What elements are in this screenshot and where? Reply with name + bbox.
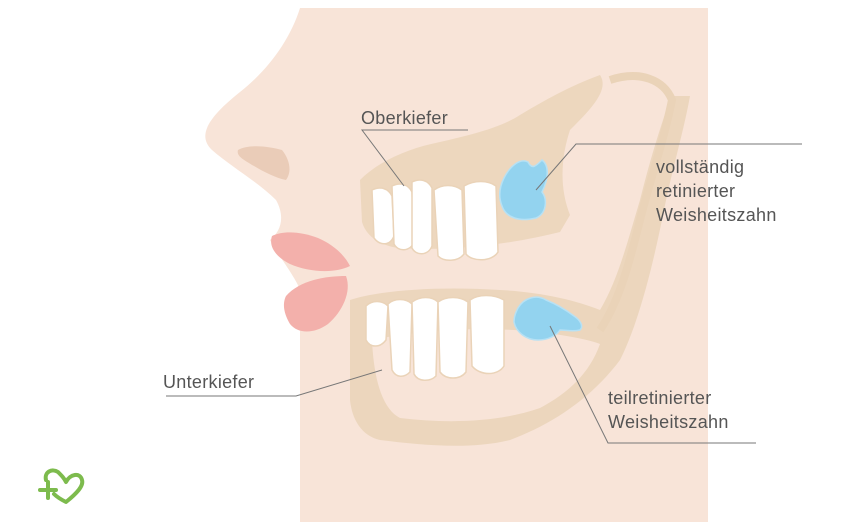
lower-teeth (365, 294, 505, 381)
partially-retained-line-2: Weisheitszahn (608, 412, 729, 432)
heart-cross-logo-icon (38, 468, 85, 504)
leader-lines (166, 129, 802, 444)
leader-line-lower-jaw (166, 369, 383, 397)
partially-retained-wisdom-tooth-label: teilretinierter Weisheitszahn (608, 386, 729, 434)
fully-retained-line-2: retinierter (656, 181, 736, 201)
leader-line-partially-retained (549, 325, 756, 444)
fully-retained-line-1: vollständig (656, 157, 745, 177)
upper-teeth (371, 179, 499, 261)
fully-retained-line-3: Weisheitszahn (656, 205, 777, 225)
lower-lip (283, 276, 348, 332)
upper-lip (271, 232, 350, 272)
upper-wisdom-tooth (499, 159, 548, 221)
leader-line-upper-jaw (361, 129, 468, 187)
leader-line-fully-retained (535, 143, 802, 191)
partially-retained-line-1: teilretinierter (608, 388, 712, 408)
fully-retained-wisdom-tooth-label: vollständig retinierter Weisheitszahn (656, 155, 777, 227)
lower-jaw-label: Unterkiefer (163, 372, 255, 392)
upper-jaw-label: Oberkiefer (361, 108, 449, 128)
ramus-bone (596, 72, 677, 333)
nostril-shading (237, 146, 290, 180)
lower-wisdom-tooth (513, 296, 583, 341)
